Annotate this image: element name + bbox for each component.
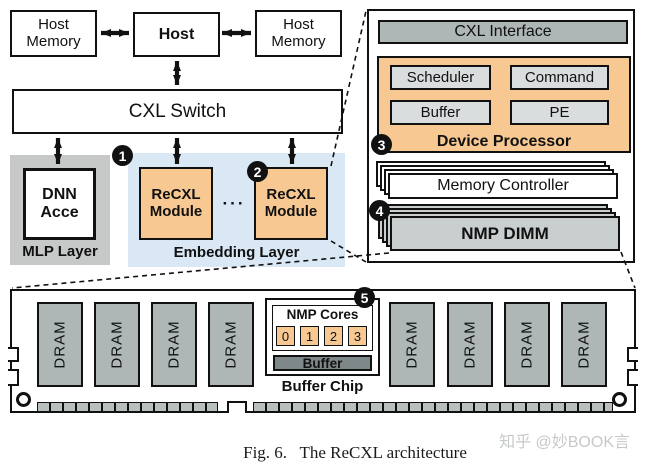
dram-chip: DRAM (389, 302, 435, 387)
module-ellipsis: ··· (222, 194, 246, 213)
badge-2: 2 (247, 161, 268, 182)
buffer-bar: Buffer (273, 355, 372, 371)
nmp-core-3: 3 (348, 326, 367, 346)
host-memory-left-box: Host Memory (10, 10, 97, 57)
dram-chip-label: DRAM (222, 320, 240, 369)
recxl-module-1-box: ReCXL Module (139, 167, 213, 240)
badge-5: 5 (354, 287, 375, 308)
dram-chip-label: DRAM (575, 320, 593, 369)
board-notch (627, 369, 638, 386)
embedding-layer-label: Embedding Layer (173, 244, 300, 261)
device-processor-label: Device Processor (436, 133, 572, 150)
badge-3: 3 (371, 134, 392, 155)
dram-chip: DRAM (94, 302, 140, 387)
buffer-box: Buffer (390, 100, 491, 125)
nmp-dimm-box: NMP DIMM (390, 216, 620, 251)
board-notch (627, 347, 638, 362)
host-box: Host (133, 12, 220, 57)
memory-controller-box: Memory Controller (388, 173, 618, 199)
recxl-module-2-box: ReCXL Module (254, 167, 328, 240)
mlp-layer-label: MLP Layer (22, 243, 98, 260)
dram-chip: DRAM (151, 302, 197, 387)
gold-fingers-left (37, 402, 218, 412)
board-notch (8, 369, 19, 386)
board-notch (8, 347, 19, 362)
board-key-notch (227, 401, 247, 413)
dram-chip-label: DRAM (108, 320, 126, 369)
badge-4: 4 (369, 200, 390, 221)
dram-chip-label: DRAM (518, 320, 536, 369)
dram-chip: DRAM (208, 302, 254, 387)
nmp-core-2: 2 (324, 326, 343, 346)
dram-chip: DRAM (561, 302, 607, 387)
dram-chip-label: DRAM (51, 320, 69, 369)
gold-fingers-right (253, 402, 613, 412)
dram-chip-label: DRAM (461, 320, 479, 369)
command-box: Command (510, 65, 609, 90)
dram-chip: DRAM (504, 302, 550, 387)
dram-chip: DRAM (37, 302, 83, 387)
badge-1: 1 (112, 145, 133, 166)
scheduler-box: Scheduler (390, 65, 491, 90)
dram-chip-label: DRAM (403, 320, 421, 369)
dram-chip: DRAM (447, 302, 493, 387)
cxl-interface-box: CXL Interface (378, 20, 628, 44)
nmp-cores-title: NMP Cores (286, 307, 359, 322)
board-hole (16, 392, 31, 407)
watermark: 知乎 @妙BOOK言 (499, 434, 630, 451)
nmp-core-1: 1 (300, 326, 319, 346)
board-hole (612, 392, 627, 407)
figure-caption: Fig. 6. The ReCXL architecture (243, 443, 467, 462)
host-memory-right-box: Host Memory (255, 10, 342, 57)
nmp-core-0: 0 (276, 326, 295, 346)
dnn-accelerator-box: DNN Acce (23, 168, 96, 240)
buffer-chip-label: Buffer Chip (281, 378, 364, 395)
pe-box: PE (510, 100, 609, 125)
cxl-switch-box: CXL Switch (12, 89, 343, 134)
dram-chip-label: DRAM (165, 320, 183, 369)
